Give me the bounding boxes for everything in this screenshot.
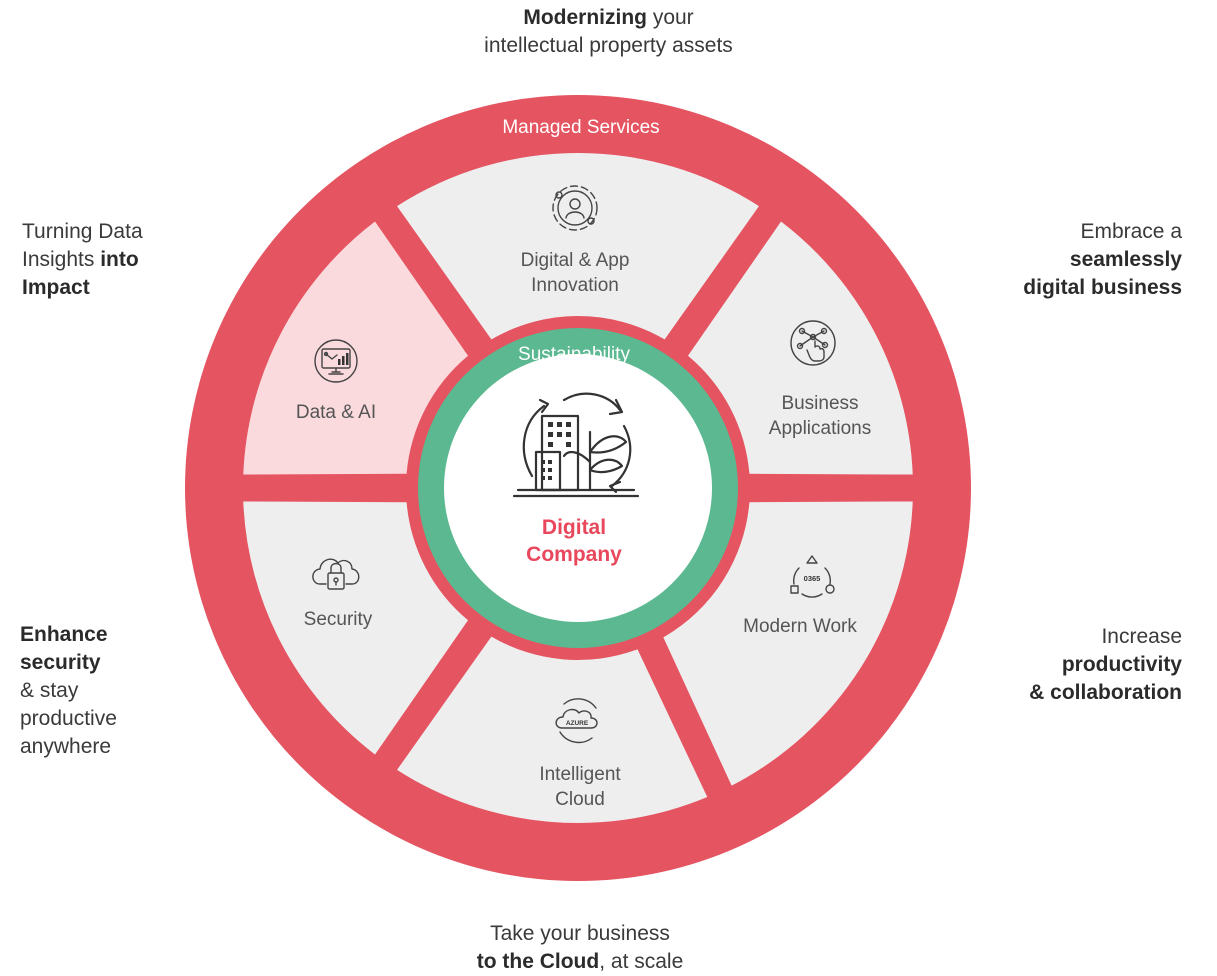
segment-label-data-ai: Data & AI bbox=[296, 402, 376, 423]
caption-top: Modernizing your intellectual property a… bbox=[0, 4, 1217, 60]
cloud-lock-icon bbox=[312, 558, 360, 590]
caption-top-rest: your bbox=[646, 6, 694, 29]
globe-user-icon bbox=[552, 185, 598, 231]
monitor-chart-icon bbox=[314, 339, 358, 383]
center-title-line2: Company bbox=[526, 543, 622, 566]
managed-services-label: Managed Services bbox=[502, 117, 659, 138]
segment-intelligent-cloud[interactable] bbox=[397, 636, 708, 823]
caption-top-left-line3: Impact bbox=[22, 276, 90, 299]
segment-label-modern-work: Modern Work bbox=[743, 616, 857, 637]
caption-top-right-line2: seamlessly bbox=[1069, 248, 1182, 271]
caption-bottom-line1: Take your business bbox=[490, 922, 670, 945]
touch-network-icon bbox=[790, 320, 836, 366]
center-title-line1: Digital bbox=[542, 516, 606, 539]
caption-top-left-line1: Turning Data bbox=[22, 220, 143, 243]
caption-bottom-right-line2: productivity bbox=[1061, 653, 1182, 676]
segment-modern-work[interactable] bbox=[663, 501, 913, 786]
azure-cloud-icon: AZURE bbox=[555, 698, 598, 744]
caption-bottom-bold: to the Cloud bbox=[476, 950, 600, 973]
caption-bottom-left: Enhance security & stay productive anywh… bbox=[20, 621, 117, 761]
caption-bottom-right-line1: Increase bbox=[1101, 625, 1182, 648]
caption-top-line2: intellectual property assets bbox=[484, 34, 733, 57]
caption-bottom-left-line5: anywhere bbox=[20, 735, 112, 758]
caption-top-right-line1: Embrace a bbox=[1080, 220, 1182, 243]
caption-bottom: Take your business to the Cloud, at scal… bbox=[0, 920, 1160, 976]
caption-top-right: Embrace a seamlessly digital business bbox=[1023, 218, 1182, 302]
caption-top-left-line2: Insights bbox=[22, 248, 101, 271]
segment-digital-app[interactable] bbox=[397, 153, 759, 340]
sustainable-buildings-icon bbox=[512, 392, 640, 498]
caption-bottom-right: Increase productivity & collaboration bbox=[1029, 623, 1182, 707]
svg-text:0365: 0365 bbox=[804, 574, 821, 583]
caption-bottom-right-line3: & collaboration bbox=[1029, 681, 1182, 704]
segment-security[interactable] bbox=[243, 501, 469, 755]
caption-top-bold: Modernizing bbox=[523, 6, 647, 29]
caption-top-right-line3: digital business bbox=[1023, 276, 1182, 299]
caption-top-left: Turning Data Insights into Impact bbox=[22, 218, 143, 302]
caption-bottom-left-line2: security bbox=[20, 651, 101, 674]
segment-data-ai[interactable] bbox=[243, 221, 469, 475]
o365-cycle-icon: 0365 bbox=[790, 555, 835, 598]
svg-text:AZURE: AZURE bbox=[566, 720, 589, 727]
caption-top-left-line2-bold: into bbox=[100, 248, 139, 271]
caption-bottom-left-line1: Enhance bbox=[20, 623, 108, 646]
segment-label-security: Security bbox=[304, 609, 373, 630]
sustainability-label: Sustainability bbox=[518, 344, 630, 365]
caption-bottom-left-line4: productive bbox=[20, 707, 117, 730]
caption-bottom-rest: , at scale bbox=[599, 950, 684, 973]
caption-bottom-left-line3: & stay bbox=[20, 679, 79, 702]
